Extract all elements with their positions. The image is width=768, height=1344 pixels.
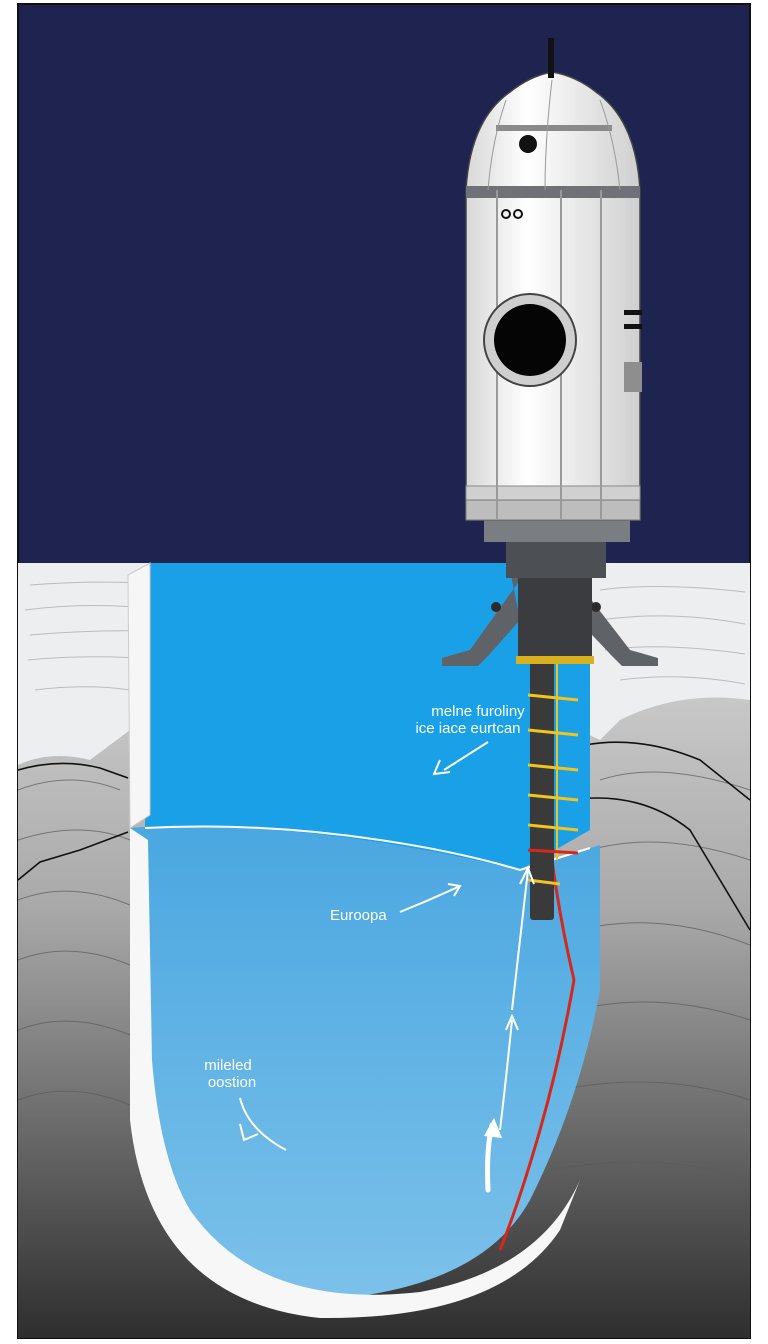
ice-surface-label-line2: ice iace eurtcan — [415, 720, 521, 737]
ice-surface-label-line1: melne furoliny — [431, 703, 525, 720]
subsurface-ocean — [130, 825, 600, 1300]
probe-drill-housing — [518, 578, 592, 658]
drill-bore-red-band — [527, 848, 579, 855]
drill-bore-icon — [530, 660, 554, 920]
melted-region-label-line2: oostion — [207, 1074, 257, 1091]
flow-arrow-large-head — [484, 1118, 502, 1138]
flow-arrow-icon — [239, 741, 535, 1151]
probe-drill-collar — [516, 656, 594, 664]
ocean-label: Euroopa — [330, 907, 387, 924]
lander-legs — [442, 560, 658, 666]
tether-cable-red — [498, 530, 576, 1251]
melted-region-label-line1: mileled — [204, 1057, 252, 1074]
probe-engine — [506, 542, 606, 578]
water-surface-line — [144, 825, 591, 872]
cryobot-probe-icon — [465, 38, 642, 521]
drill-bore-bands — [527, 693, 579, 886]
shaft-wall-left — [127, 562, 151, 829]
probe-base-ring — [484, 520, 630, 542]
